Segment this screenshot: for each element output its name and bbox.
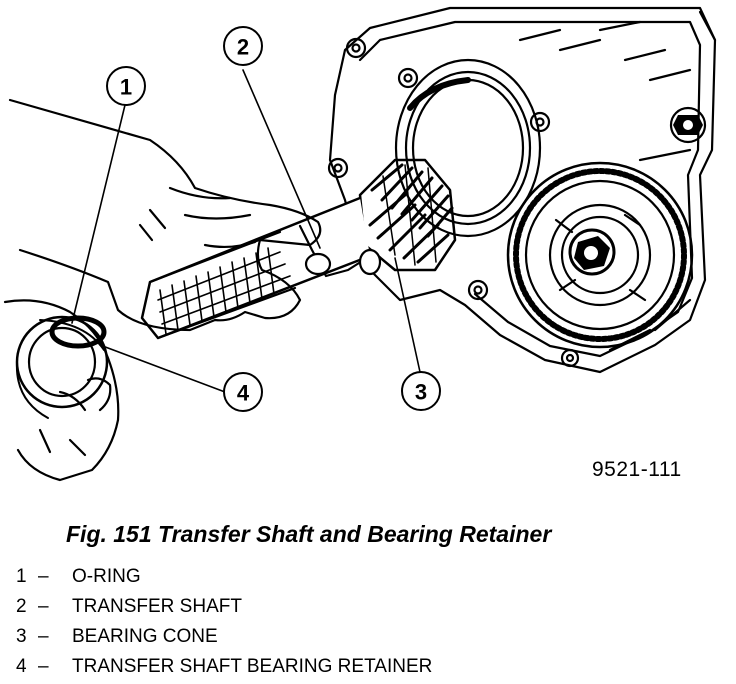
legend-item: 3– BEARING CONE xyxy=(16,622,432,652)
transfer-case-housing xyxy=(327,6,717,374)
legend-item: 1– O-RING xyxy=(16,562,432,592)
callout-4: 4 xyxy=(237,381,250,406)
legend-number: 2 xyxy=(16,596,27,617)
legend-dash: – xyxy=(38,566,49,587)
legend-label: TRANSFER SHAFT xyxy=(72,596,242,617)
callout-2: 2 xyxy=(237,35,249,60)
callout-circles xyxy=(106,26,441,412)
transfer-shaft-illustration: 1 2 3 4 xyxy=(3,6,717,482)
legend-label: BEARING CONE xyxy=(72,626,218,647)
figure-caption: Fig. 151 Transfer Shaft and Bearing Reta… xyxy=(66,521,552,547)
figure-code: 9521-111 xyxy=(592,458,682,481)
callout-1: 1 xyxy=(120,75,132,100)
legend-number: 4 xyxy=(16,656,27,677)
legend: 1–O-RING 2–TRANSFER SHAFT 3–BEARING CONE… xyxy=(16,562,432,682)
left-hand xyxy=(3,299,120,482)
driven-gear xyxy=(506,161,694,349)
legend-item: 4– TRANSFER SHAFT BEARING RETAINER xyxy=(16,652,432,682)
legend-number: 1 xyxy=(16,566,27,587)
right-hand xyxy=(8,98,322,332)
legend-label: O-RING xyxy=(72,566,141,587)
legend-label: TRANSFER SHAFT BEARING RETAINER xyxy=(72,656,433,677)
legend-dash: – xyxy=(38,656,49,677)
bearing-retainer xyxy=(15,315,109,419)
callout-3: 3 xyxy=(415,380,427,405)
legend-item: 2– TRANSFER SHAFT xyxy=(16,592,432,622)
leader-lines xyxy=(71,69,421,393)
legend-dash: – xyxy=(38,596,49,617)
legend-dash: – xyxy=(38,626,49,647)
legend-number: 3 xyxy=(16,626,27,647)
